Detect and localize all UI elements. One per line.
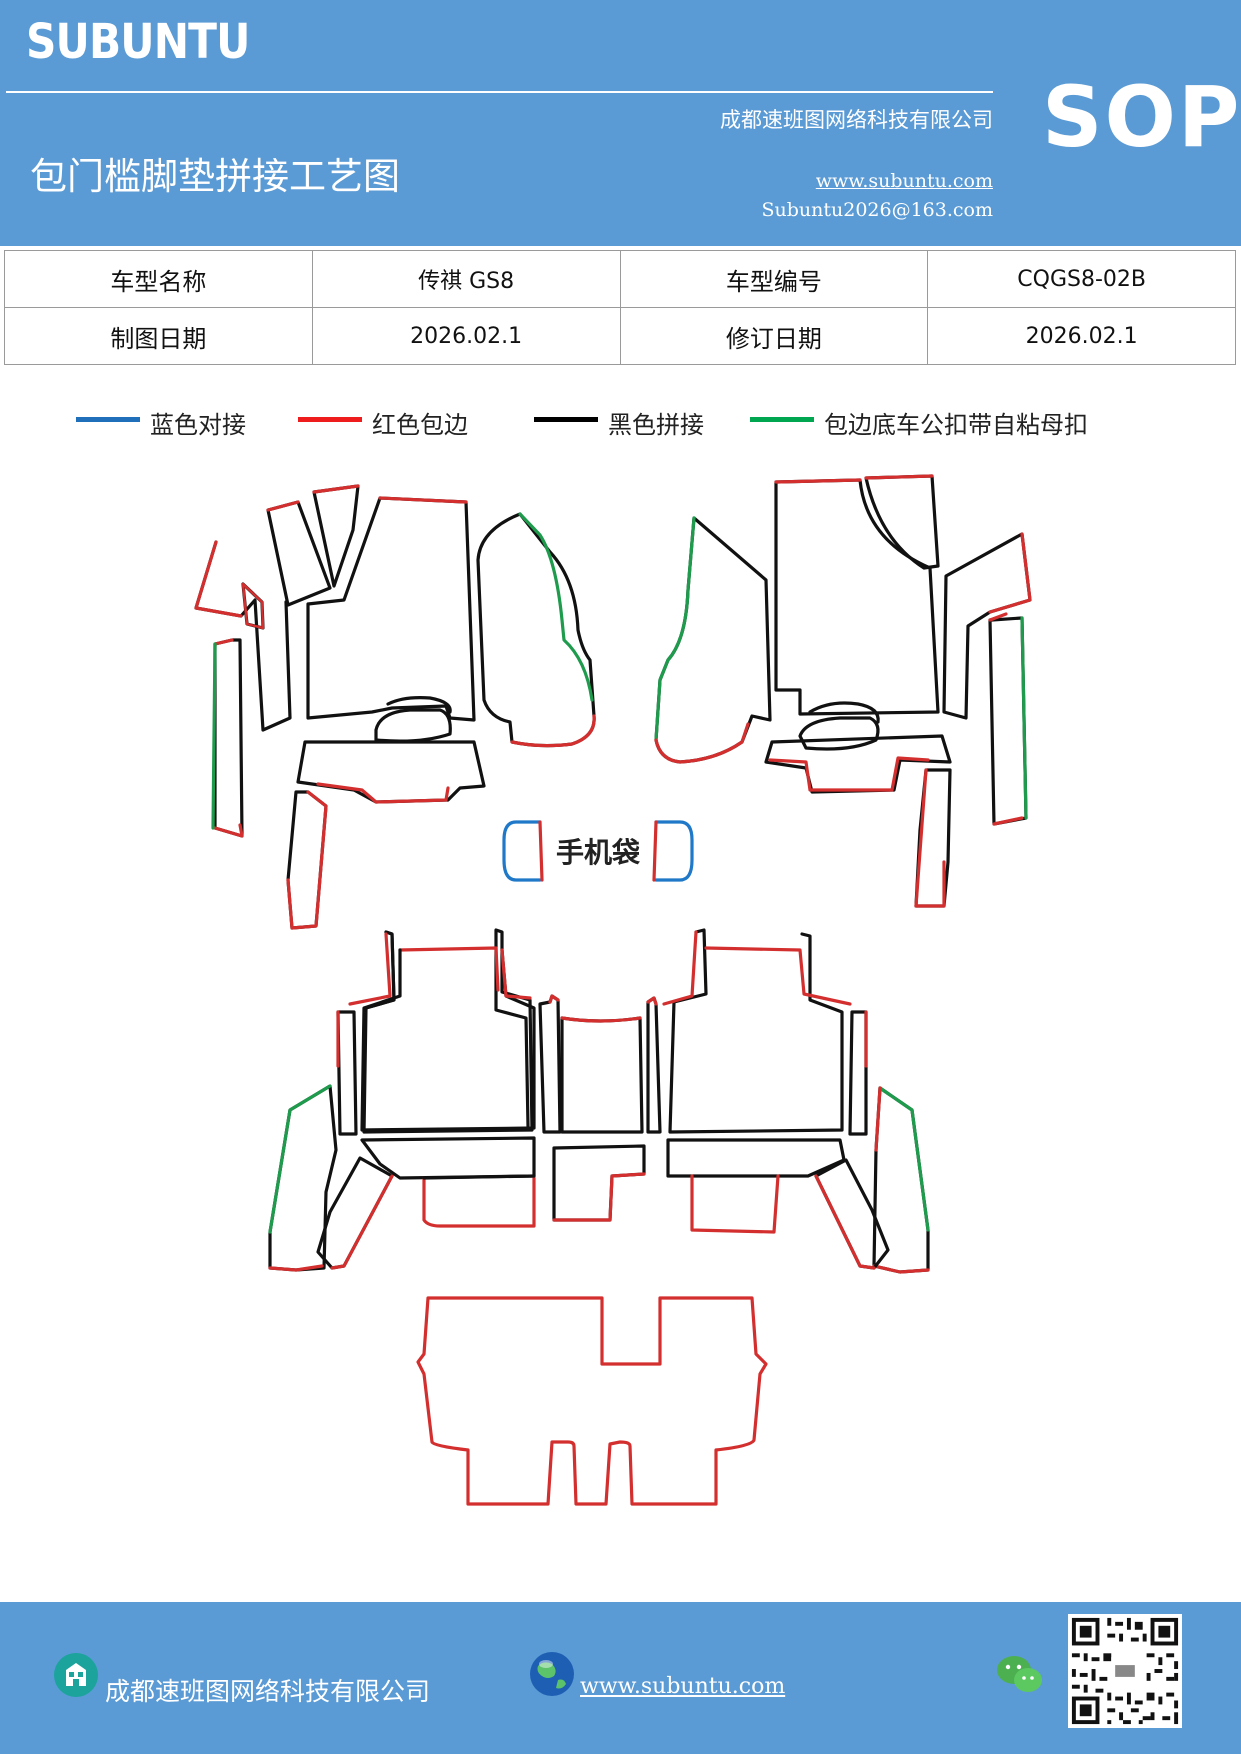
- brand-logo: SUBUNTU: [26, 14, 250, 70]
- info-table: 车型名称 传祺 GS8 车型编号 CQGS8-02B 制图日期 2026.02.…: [4, 250, 1236, 365]
- legend-swatch-black: [534, 417, 598, 422]
- phone-pocket-label: 手机袋: [556, 836, 641, 869]
- legend-item-red: 红色包边: [298, 405, 468, 440]
- legend-swatch-red: [298, 417, 362, 422]
- header-divider: [6, 91, 993, 93]
- legend-label: 包边底车公扣带自粘母扣: [824, 411, 1088, 439]
- header-website-link[interactable]: www.subuntu.com: [815, 170, 993, 192]
- value-model-name: 传祺 GS8: [311, 250, 621, 308]
- legend: 蓝色对接 红色包边 黑色拼接 包边底车公扣带自粘母扣: [0, 405, 1241, 445]
- legend-label: 蓝色对接: [150, 411, 246, 439]
- footer-website-link[interactable]: www.subuntu.com: [580, 1674, 786, 1699]
- page-title: 包门槛脚垫拼接工艺图: [30, 155, 400, 198]
- legend-label: 红色包边: [372, 411, 468, 439]
- label-model-code: 车型编号: [619, 250, 929, 308]
- footer-company: 成都速班图网络科技有限公司: [105, 1677, 431, 1706]
- label-revision-date: 修订日期: [619, 307, 929, 365]
- legend-swatch-green: [750, 417, 814, 422]
- company-icon: [54, 1653, 98, 1697]
- table-row: 车型名称 传祺 GS8 车型编号 CQGS8-02B: [4, 250, 1236, 308]
- globe-icon: [530, 1652, 574, 1696]
- header-email[interactable]: Subuntu2026@163.com: [761, 199, 993, 221]
- third-row-mat: [416, 1296, 768, 1506]
- legend-label: 黑色拼接: [608, 411, 704, 439]
- wechat-icon: [997, 1656, 1042, 1692]
- legend-swatch-blue: [76, 417, 140, 422]
- table-row: 制图日期 2026.02.1 修订日期 2026.02.1: [4, 307, 1236, 365]
- legend-item-green: 包边底车公扣带自粘母扣: [750, 405, 1088, 440]
- value-draw-date: 2026.02.1: [311, 307, 621, 365]
- front-right-mat: [654, 474, 1032, 908]
- legend-item-blue: 蓝色对接: [76, 405, 246, 440]
- header-company: 成都速班图网络科技有限公司: [720, 108, 993, 132]
- qr-code: [1068, 1614, 1182, 1728]
- label-model-name: 车型名称: [4, 250, 313, 308]
- mat-layout-drawing: 手机袋: [194, 474, 1032, 1506]
- header: SUBUNTU 成都速班图网络科技有限公司 包门槛脚垫拼接工艺图 www.sub…: [0, 0, 1241, 246]
- front-left-mat: [194, 484, 596, 930]
- footer: 成都速班图网络科技有限公司 www.subuntu.com: [0, 1602, 1241, 1754]
- sop-badge: SOP: [1042, 68, 1241, 166]
- value-revision-date: 2026.02.1: [927, 307, 1236, 365]
- label-draw-date: 制图日期: [4, 307, 313, 365]
- second-row-mats: [268, 928, 930, 1274]
- phone-pocket: 手机袋: [502, 820, 694, 882]
- legend-item-black: 黑色拼接: [534, 405, 704, 440]
- value-model-code: CQGS8-02B: [927, 250, 1236, 308]
